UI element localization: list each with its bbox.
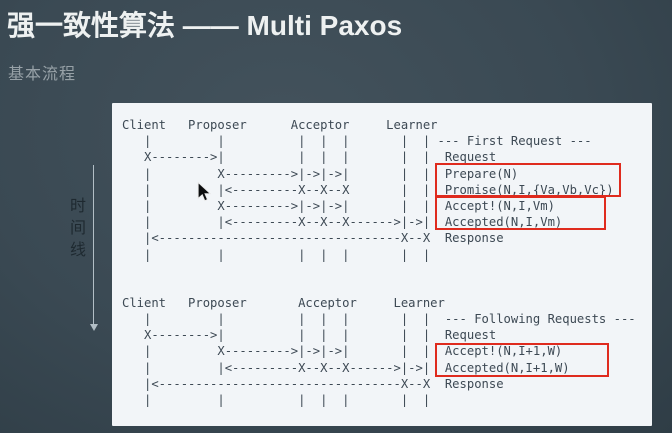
page-subtitle: 基本流程 <box>8 66 77 83</box>
diagram-panel: Client Proposer Acceptor Learner | | | |… <box>112 103 652 426</box>
ascii-sequence-first-request: Client Proposer Acceptor Learner | | | |… <box>122 118 614 262</box>
timeline-label: 时间线 <box>69 198 86 259</box>
ascii-sequence-following-requests: Client Proposer Acceptor Learner | | | |… <box>122 295 636 408</box>
mouse-cursor-icon <box>197 182 212 202</box>
diagram-following-requests: Client Proposer Acceptor Learner | | | |… <box>122 295 652 408</box>
diagram-first-request: Client Proposer Acceptor Learner | | | |… <box>122 103 652 263</box>
page-title: 强一致性算法 —— Multi Paxos <box>7 10 403 41</box>
timeline-arrow-line <box>93 165 94 325</box>
arrow-down-icon <box>90 324 98 331</box>
